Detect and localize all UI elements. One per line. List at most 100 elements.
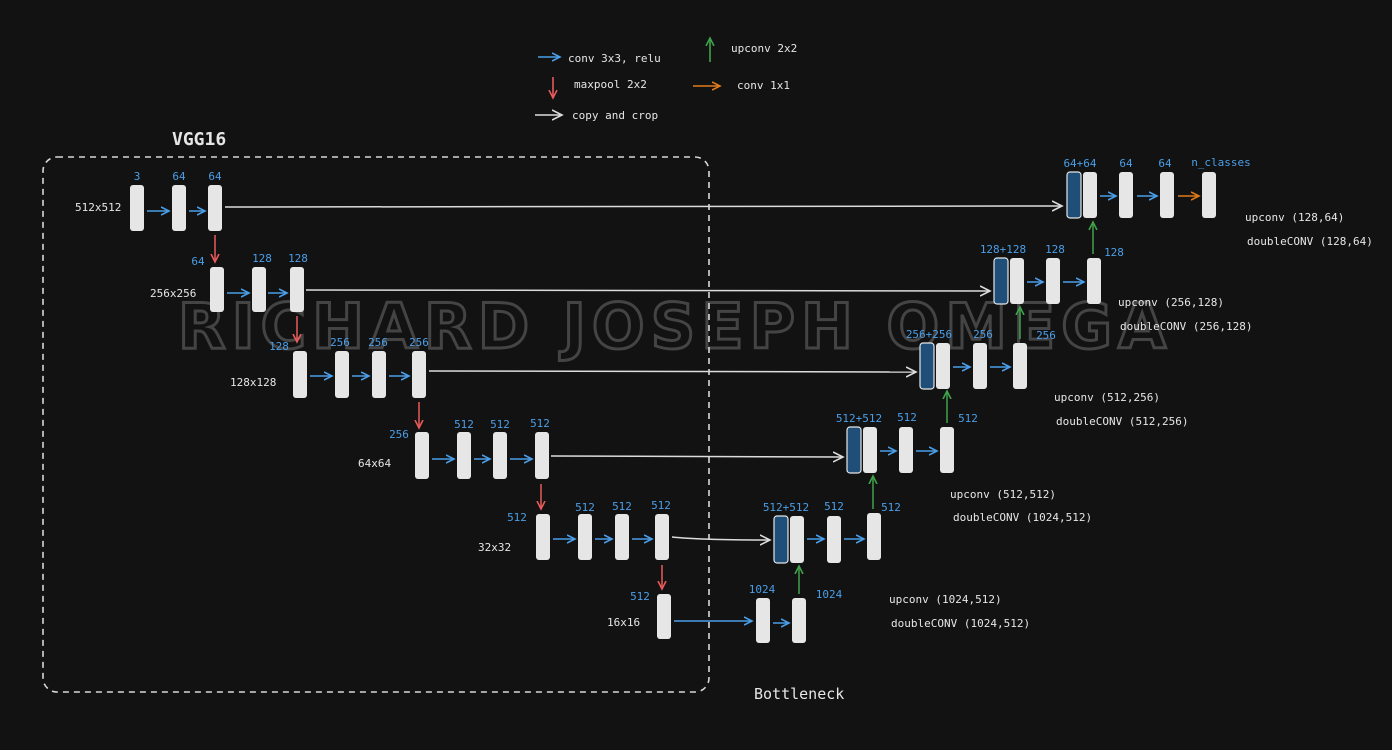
upsampled-block [1066,171,1082,219]
feature-block [536,514,550,560]
feature-block [756,598,770,643]
channel-label: 512 [824,500,844,513]
doubleconv-label: doubleCONV (512,256) [1056,415,1188,428]
skip-arrow [224,206,1062,207]
channel-label: 64+64 [1063,157,1096,170]
channel-label: 3 [134,170,141,183]
channel-label: 512 [630,590,650,603]
feature-block [867,513,881,560]
channel-label: 64 [208,170,222,183]
feature-block [1046,258,1060,304]
skip-arrow [550,456,843,457]
feature-block [252,267,266,312]
channel-label: 512 [881,501,901,514]
encoder-level-32: 32x32 512 512 512 512 [478,499,671,589]
feature-block [335,351,349,398]
doubleconv-label: doubleCONV (1024,512) [891,617,1030,630]
bottleneck-title: Bottleneck [754,685,844,703]
feature-block [290,267,304,312]
encoder-title: VGG16 [172,129,226,150]
decoder-level-512: 64+64 64 64 n_classes [1063,156,1251,219]
feature-block [899,427,913,473]
channel-label: 512 [530,417,550,430]
channel-label: 512 [454,418,474,431]
channel-label: 512 [490,418,510,431]
channel-label: 128 [269,340,289,353]
channel-label: 1024 [749,583,776,596]
size-label: 512x512 [75,201,121,214]
upsampled-block [993,257,1009,305]
decoder-level-128: 256+256 256 256 upconv (256,128) doubleC… [906,296,1252,390]
encoder-level-256: 256x256 64 128 128 [150,252,308,342]
channel-label: 128 [1045,243,1065,256]
upsampled-block [846,426,862,474]
encoder-level-128: 128x128 128 256 256 256 [230,336,429,428]
channel-label: 64 [1119,157,1133,170]
channel-label: 256+256 [906,328,952,341]
skip-arrow [671,537,770,540]
upconv-label: upconv (512,512) [950,488,1056,501]
encoder-level-16: 16x16 512 [607,590,752,639]
doubleconv-label: doubleCONV (256,128) [1120,320,1252,333]
channel-label: 512 [575,501,595,514]
feature-block [790,516,804,563]
size-label: 256x256 [150,287,196,300]
channel-label: 256 [409,336,429,349]
size-label: 64x64 [358,457,391,470]
channel-label: 512 [958,412,978,425]
channel-label: 512 [651,499,671,512]
channel-label: 512 [612,500,632,513]
legend-conv1x1: conv 1x1 [737,79,790,92]
size-label: 16x16 [607,616,640,629]
feature-block [415,432,429,479]
feature-block [1160,172,1174,218]
channel-label: 1024 [816,588,843,601]
channel-label: 128+128 [980,243,1026,256]
feature-block [493,432,507,479]
channel-label: 512 [507,511,527,524]
feature-block [1083,172,1097,218]
doubleconv-label: doubleCONV (1024,512) [953,511,1092,524]
channel-label: 256 [389,428,409,441]
legend-maxpool: maxpool 2x2 [574,78,647,91]
channel-label: 128 [288,252,308,265]
decoder-level-256: 128+128 128 128 upconv (128,64) doubleCO… [980,211,1373,305]
channel-label: 64 [1158,157,1172,170]
channel-label: 256 [330,336,350,349]
channel-label: 128 [252,252,272,265]
feature-block [208,185,222,231]
legend-copy: copy and crop [572,109,658,122]
size-label: 128x128 [230,376,276,389]
feature-block [936,343,950,389]
channel-label: 512+512 [763,501,809,514]
channel-label: 128 [1104,246,1124,259]
feature-block [863,427,877,473]
channel-label: 256 [973,328,993,341]
skip-arrow [305,290,990,291]
feature-block [792,598,806,643]
size-label: 32x32 [478,541,511,554]
output-block [1202,172,1216,218]
feature-block [615,514,629,560]
feature-block [372,351,386,398]
upsampled-block [773,515,789,564]
channel-label: n_classes [1191,156,1251,169]
feature-block [457,432,471,479]
channel-label: 256 [1036,329,1056,342]
legend-conv: conv 3x3, relu [568,52,661,65]
encoder-frame [42,156,710,693]
skip-arrow [428,371,916,372]
feature-block [827,516,841,563]
encoder-level-64: 64x64 256 512 512 512 [358,417,550,509]
decoder-level-32: 512+512 512 512 upconv (512,512) doubleC… [763,476,1092,564]
feature-block [293,351,307,398]
channel-label: 512 [897,411,917,424]
feature-block [578,514,592,560]
feature-block [172,185,186,231]
bottleneck: 1024 1024 upconv (1024,512) doubleCONV (… [749,566,1030,643]
feature-block [1010,258,1024,304]
feature-block [973,343,987,389]
feature-block [535,432,549,479]
feature-block [1013,343,1027,389]
upconv-label: upconv (128,64) [1245,211,1344,224]
